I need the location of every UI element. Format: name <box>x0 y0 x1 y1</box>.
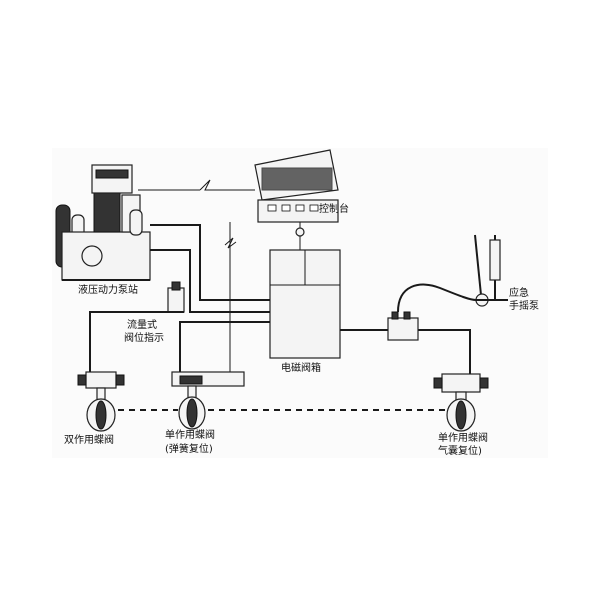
single-acting-butterfly-valve-air <box>433 373 489 432</box>
label-flow-indicator-1: 流量式 <box>127 318 157 331</box>
hose-hand-pump <box>397 283 477 313</box>
label-hydraulic-station: 液压动力泵站 <box>78 283 138 296</box>
label-control-console: 控制台 <box>319 202 349 215</box>
hydraulic-power-station <box>55 164 151 281</box>
label-emergency-pump-2: 手摇泵 <box>509 299 539 312</box>
label-flow-indicator-2: 阀位指示 <box>124 331 164 344</box>
emergency-hand-pump <box>474 234 508 307</box>
pipe-station-cabinet <box>150 224 270 301</box>
pipe-single-spring <box>179 321 270 375</box>
label-double-acting-valve: 双作用蝶阀 <box>64 433 114 446</box>
solenoid-valve-cabinet <box>269 227 341 359</box>
single-acting-butterfly-valve-spring <box>171 371 245 430</box>
pipe-double-acting <box>89 311 184 375</box>
label-single-air-1: 单作用蝶阀 <box>438 431 488 444</box>
double-acting-butterfly-valve <box>77 371 125 432</box>
control-console <box>254 149 339 223</box>
label-emergency-pump-1: 应急 <box>509 286 529 299</box>
label-single-air-2: 气囊复位) <box>438 444 482 457</box>
label-single-spring-1: 单作用蝶阀 <box>165 428 215 441</box>
label-solenoid-cabinet: 电磁阀箱 <box>281 361 321 374</box>
label-single-spring-2: (弹簧复位) <box>165 442 213 455</box>
manifold-block <box>387 311 419 341</box>
pipe-cabinet-air-valve <box>340 329 471 375</box>
